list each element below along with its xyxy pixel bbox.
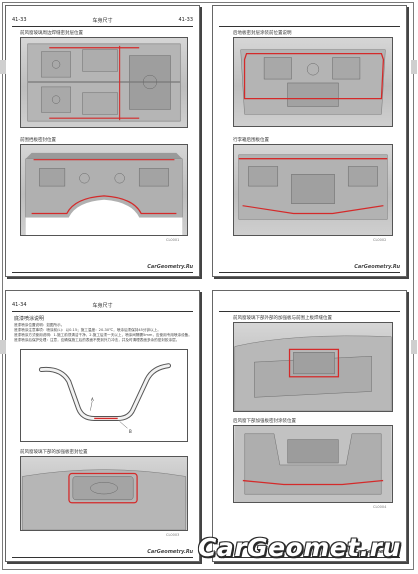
header-title: 车身尺寸 (92, 18, 113, 24)
body-text-line: 底漆喷涂注意事项：喷涂前(L)：以0.15；施工温度：20-30℃，喷涂后须保持… (14, 328, 161, 332)
figure-caption: 后地板密封层涂装前位置说明 (233, 31, 292, 36)
reinforcement-illustration (234, 335, 392, 411)
body-text-line: 底漆喷涂方式使用说明：1.施工前须清洁干净，2.施工后须一天以上，喷涂间隔需5m… (14, 333, 192, 337)
rear-panel-illustration (238, 154, 388, 220)
rear-floor-figure (233, 37, 393, 127)
header-page-number: 41-33 (12, 17, 27, 23)
pipe-diagram: A B (20, 349, 188, 442)
page-top-left: 41-33 车身尺寸 41-33 前风窗玻璃周边焊缝密封层位置 前围挡板密封位置 (5, 5, 200, 277)
page-mark: CL0004 (373, 505, 387, 509)
pipe-label-b: B (129, 429, 132, 434)
dash-panel-illustration (25, 152, 183, 235)
page-bottom-right: 前风窗玻璃下部外部的加强板与前围上板焊缝位置 后风窗下部加强板密封涂装位置 CL… (212, 290, 407, 562)
cowl-figure (20, 456, 188, 531)
page-side-tab (0, 60, 6, 74)
page-header-blank (219, 301, 400, 312)
footer-line (12, 557, 193, 558)
site-watermark: CarGeomet.ru (198, 533, 401, 562)
page-header: 41-34 车身尺寸 (12, 301, 193, 312)
page-mark: CL0001 (166, 238, 180, 242)
figure-caption-2: 后风窗下部加强板密封涂装位置 (233, 419, 296, 424)
pipe-illustration (38, 363, 172, 429)
header-title: 车身尺寸 (92, 303, 113, 309)
page-footer-watermark: CarGeometry.Ru (147, 264, 193, 270)
rear-window-figure (233, 425, 393, 503)
page-mark: CL0003 (166, 533, 180, 537)
page-footer-watermark: CarGeometry.Ru (147, 549, 193, 555)
body-text-line: 底漆喷涂位置说明：如图所示。 (14, 323, 65, 327)
pipe-label-a: A (91, 397, 94, 402)
page-footer-watermark: CarGeometry.Ru (354, 264, 400, 270)
figure-caption-2: 前围挡板密封位置 (20, 138, 56, 143)
cowl-illustration (21, 469, 187, 530)
page-footer-watermark: CarGeometry.Ru (354, 549, 400, 555)
figure-caption: 前风窗玻璃周边焊缝密封层位置 (20, 31, 83, 36)
page-side-tab (411, 60, 417, 74)
figure-caption-2: 前风窗玻璃下部的加强板密封位置 (20, 450, 88, 455)
body-text-line: 底漆喷涂后保护处理：注意，应确保施工后的表面不受到外力冲击，并及时清理表面多余的… (14, 338, 180, 342)
dash-panel-figure (20, 144, 188, 236)
header-page-number-right: 41-33 (178, 17, 193, 23)
rear-panel-figure (233, 144, 393, 236)
footer-line (219, 272, 400, 273)
page-bottom-left: 41-34 车身尺寸 底漆喷涂说明 底漆喷涂位置说明：如图所示。 底漆喷涂注意事… (5, 290, 200, 562)
header-page-number: 41-34 (12, 302, 27, 308)
figure-caption-2: 行李箱后围板位置 (233, 138, 269, 143)
page-side-tab (411, 340, 417, 354)
footer-line (12, 272, 193, 273)
section-title: 底漆喷涂说明 (14, 316, 45, 322)
page-header-blank (219, 16, 400, 27)
footer-line (219, 557, 400, 558)
rear-window-illustration (235, 426, 391, 502)
page-header: 41-33 车身尺寸 41-33 (12, 16, 193, 27)
figure-caption: 前风窗玻璃下部外部的加强板与前围上板焊缝位置 (233, 316, 332, 321)
floor-pan-illustration (27, 43, 181, 122)
rear-floor-illustration (240, 49, 386, 115)
reinforcement-figure (233, 322, 393, 412)
page-top-right: 后地板密封层涂装前位置说明 行李箱后围板位置 CL0002 CarGeometr… (212, 5, 407, 277)
page-mark: CL0002 (373, 238, 387, 242)
page-side-tab (0, 340, 6, 354)
floor-figure (20, 37, 188, 128)
